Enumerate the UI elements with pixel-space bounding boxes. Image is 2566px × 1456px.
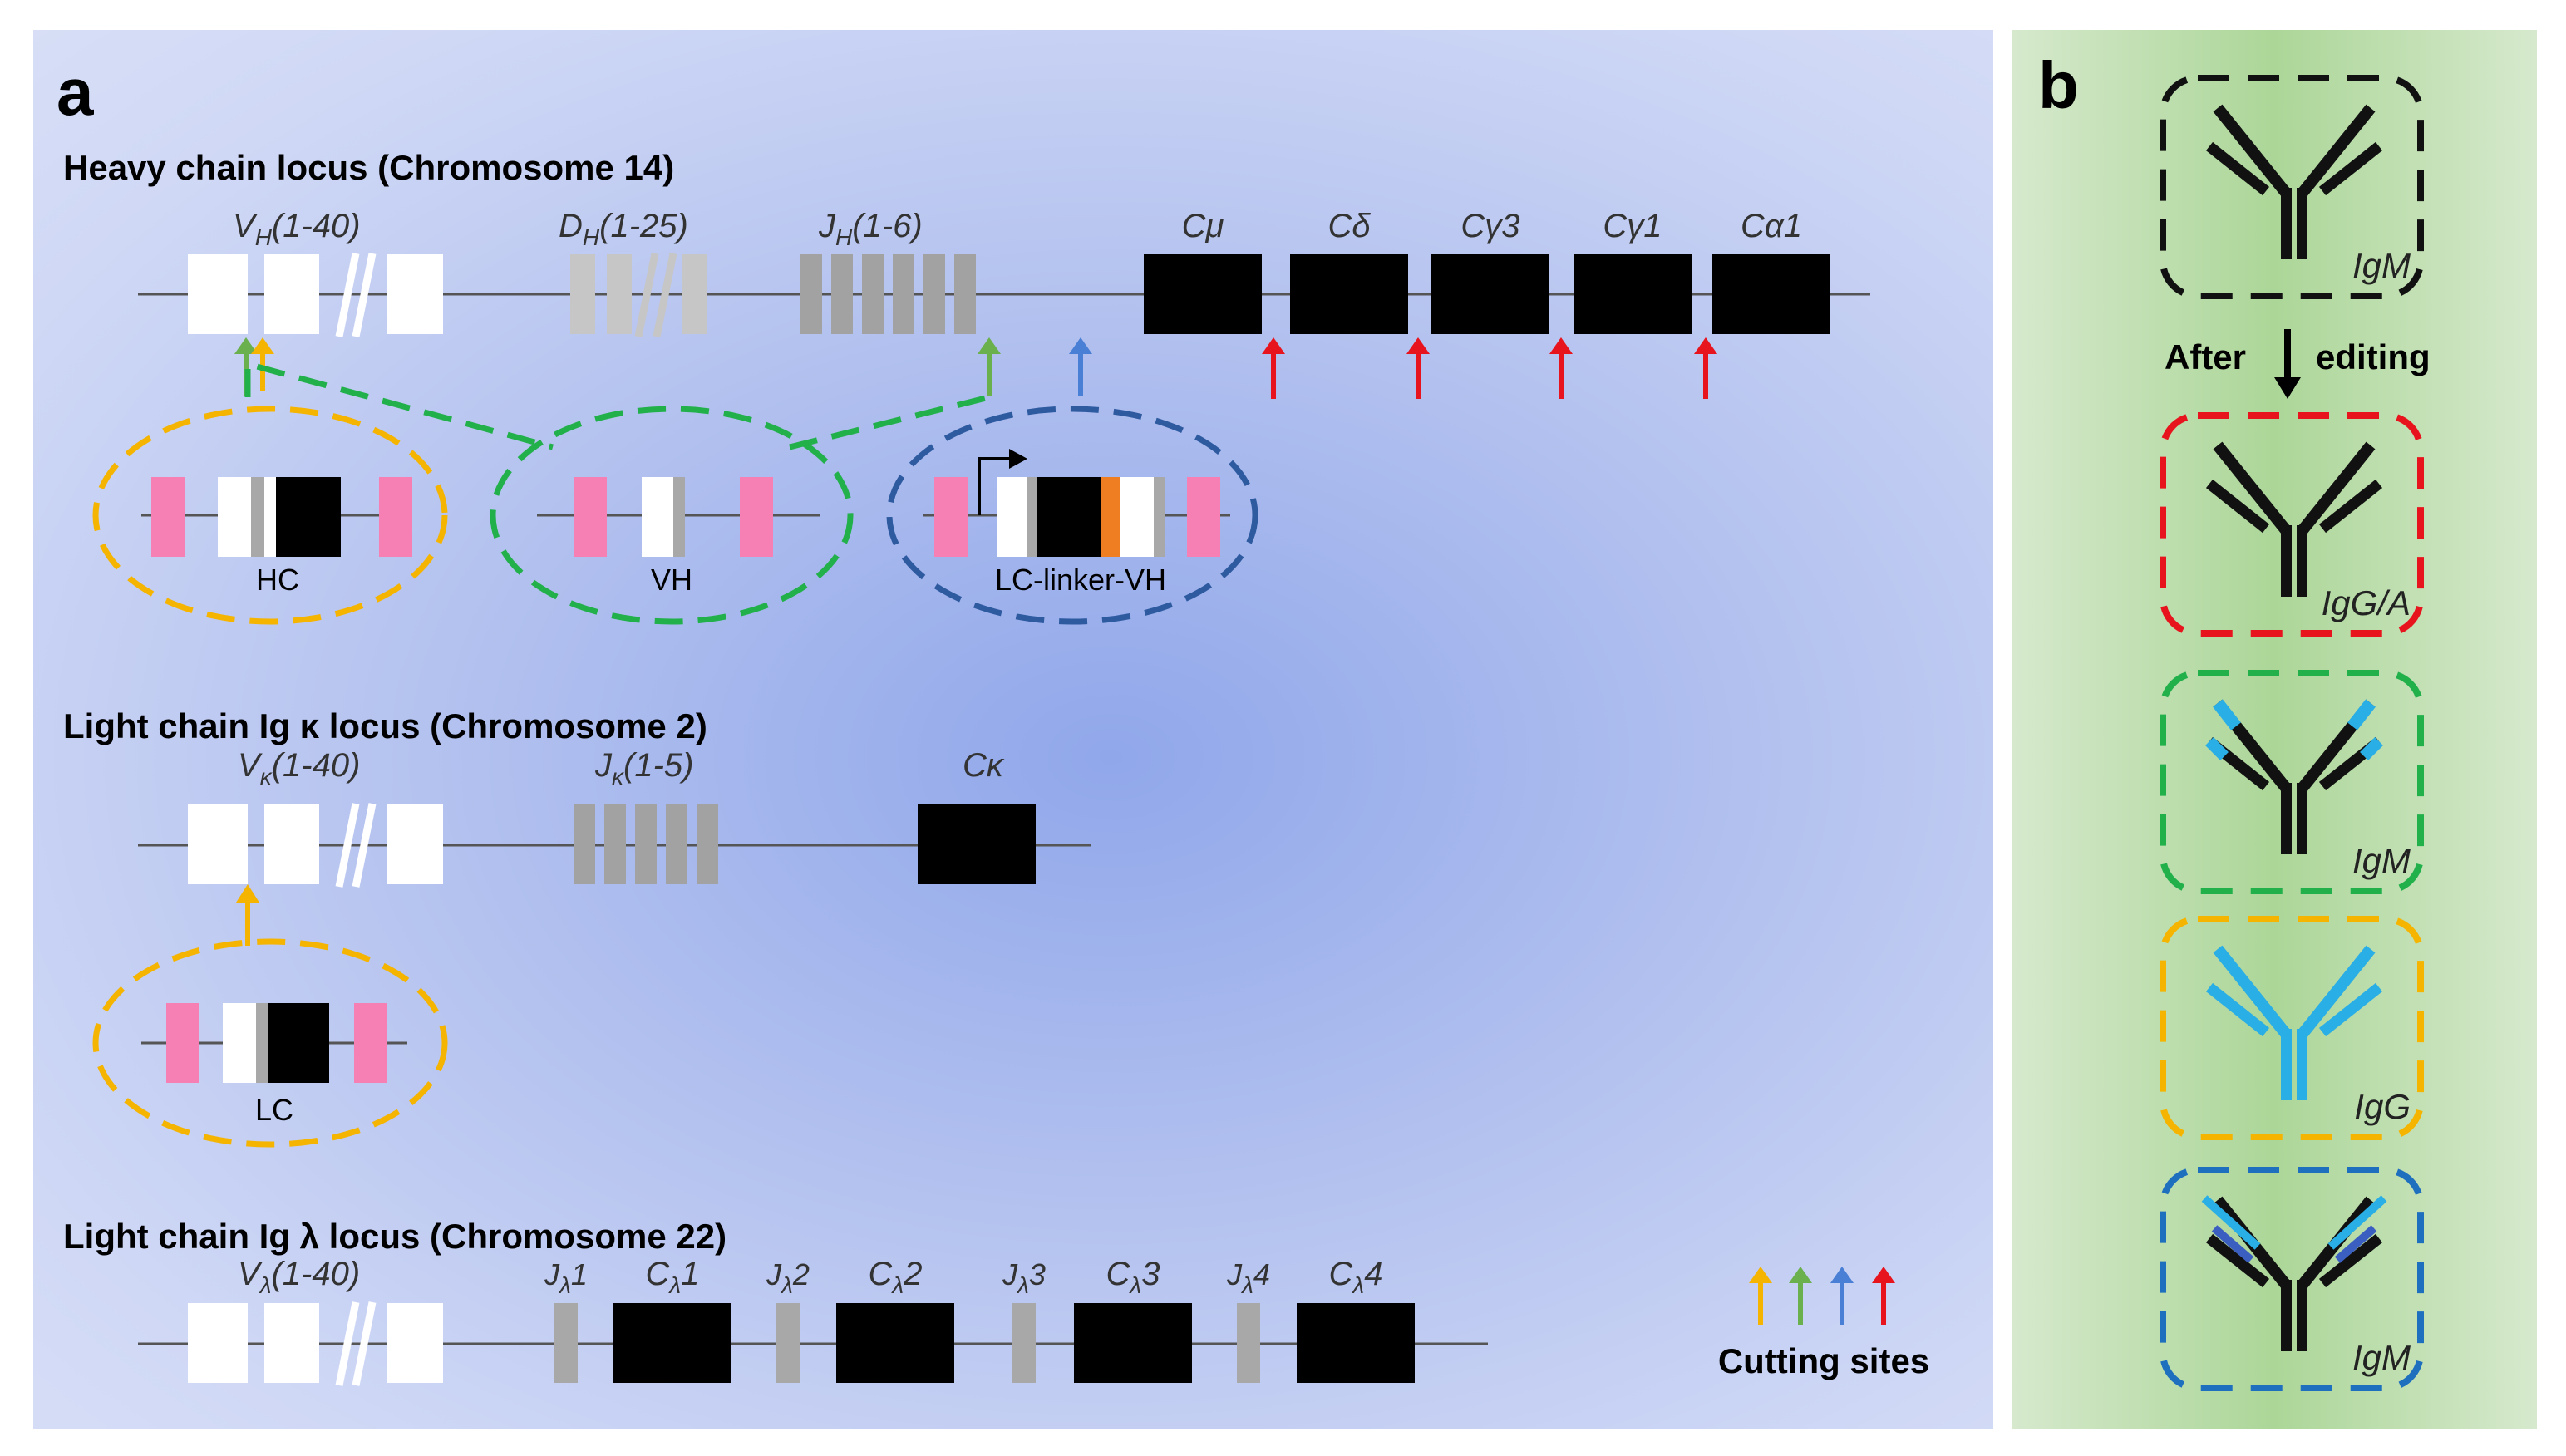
jk-segments [574, 804, 718, 884]
lambda-segment-label: Jλ​4 [1226, 1257, 1270, 1298]
editing-label: editing [2316, 337, 2431, 376]
lambda-segment-label: Jλ​3 [1002, 1257, 1046, 1298]
homology-arm [740, 477, 773, 557]
isotype-label: IgM [2352, 1338, 2411, 1377]
antibody-isotypes: IgM IgG/A IgM IgG IgM [2160, 75, 2424, 1391]
antibody-box: IgG [2160, 916, 2424, 1140]
cutting-sites-legend-arrows [1749, 1267, 1895, 1325]
green-connector [244, 360, 990, 450]
panel-a-letter: a [57, 55, 94, 129]
lc-linker-vh-label: LC-linker-VH [995, 563, 1166, 597]
vk-label: Vκ​(1-40) [238, 747, 360, 789]
homology-arm [354, 1003, 387, 1083]
break-mark [335, 253, 360, 337]
panel-b-background [2012, 30, 2537, 1429]
break-mark [653, 253, 677, 337]
vh-construct-label: VH [651, 563, 692, 597]
isotype-dashed-box [2160, 670, 2424, 894]
vh-construct-ellipse [490, 406, 854, 625]
homology-arm [574, 477, 607, 557]
heavy-constant-segments [1144, 254, 1830, 334]
heavy-constant-label: Cγ3 [1460, 208, 1519, 244]
jh-label: JH​(1-6) [818, 208, 923, 250]
ck-label: Cκ [963, 747, 1005, 784]
lc-label: LC [255, 1093, 293, 1127]
isotype-label: IgM [2352, 246, 2411, 285]
after-label: After [2165, 337, 2246, 376]
jk-label: Jκ​(1-5) [594, 747, 693, 789]
lambda-segment-labels: Jλ​1 Cλ​1 Jλ​2 Cλ​2 Jλ​3 Cλ​3 Jλ​4 Cλ​4 [544, 1256, 1382, 1298]
antibody-box: IgM [2160, 670, 2424, 894]
heavy-chain-title: Heavy chain locus (Chromosome 14) [63, 148, 674, 187]
heavy-constant-labels: Cμ Cδ Cγ3 Cγ1 Cα1 [1182, 208, 1802, 244]
hc-label: HC [256, 563, 299, 597]
jl-segments [554, 1303, 1260, 1383]
vl-label: Vλ​(1-40) [238, 1256, 360, 1298]
cutting-sites-legend: Cutting sites [1718, 1341, 1929, 1380]
hc-construct-ellipse [92, 406, 448, 625]
dh-label: DH​(1-25) [559, 208, 688, 250]
antibody-box: IgM [2160, 75, 2424, 299]
lc-construct-ellipse [92, 938, 448, 1148]
lambda-segment-label: Cλ​2 [869, 1256, 923, 1298]
lc-linker-vh-construct-ellipse [886, 406, 1258, 625]
heavy-cut-arrows [234, 337, 1717, 399]
homology-arm [166, 1003, 199, 1083]
antibody-box: IgG/A [2160, 412, 2424, 637]
vh-segment [264, 254, 319, 334]
homology-arm [1187, 477, 1220, 557]
isotype-dashed-box [2160, 412, 2424, 637]
lambda-segment-label: Cλ​1 [646, 1256, 700, 1298]
homology-arm [379, 477, 412, 557]
lambda-segment-label: Cλ​4 [1329, 1256, 1383, 1298]
homology-arm [151, 477, 185, 557]
vh-segment [387, 254, 443, 334]
jh-segments [800, 254, 976, 334]
heavy-constant-label: Cγ1 [1603, 208, 1662, 244]
lambda-segment-label: Cλ​3 [1106, 1256, 1160, 1298]
vh-label: VH​(1-40) [233, 208, 361, 250]
isotype-dashed-box [2160, 916, 2424, 1140]
break-mark [352, 253, 377, 337]
lambda-segment-label: Jλ​1 [544, 1257, 588, 1298]
antibody-box: IgM [2160, 1167, 2424, 1391]
break-mark [634, 253, 659, 337]
isotype-dashed-box [2160, 75, 2424, 299]
heavy-constant-label: Cμ [1182, 208, 1224, 244]
isotype-label: IgM [2352, 841, 2411, 880]
vh-segment [188, 254, 248, 334]
isotype-label: IgG [2354, 1087, 2411, 1126]
heavy-constant-label: Cα1 [1741, 208, 1802, 244]
promoter-icon [978, 457, 1011, 515]
dh-segments [570, 254, 707, 334]
lambda-segment-label: Jλ​2 [766, 1257, 810, 1298]
panel-b-letter: b [2038, 48, 2079, 122]
linker-segment [1101, 477, 1120, 557]
isotype-dashed-box [2160, 1167, 2424, 1391]
lambda-title: Light chain Ig λ locus (Chromosome 22) [63, 1217, 726, 1256]
isotype-label: IgG/A [2322, 583, 2411, 622]
homology-arm [934, 477, 968, 557]
kappa-title: Light chain Ig κ locus (Chromosome 2) [63, 706, 707, 745]
heavy-constant-label: Cδ [1327, 208, 1371, 244]
ck-segment [918, 804, 1036, 884]
cl-segments [613, 1303, 1415, 1383]
